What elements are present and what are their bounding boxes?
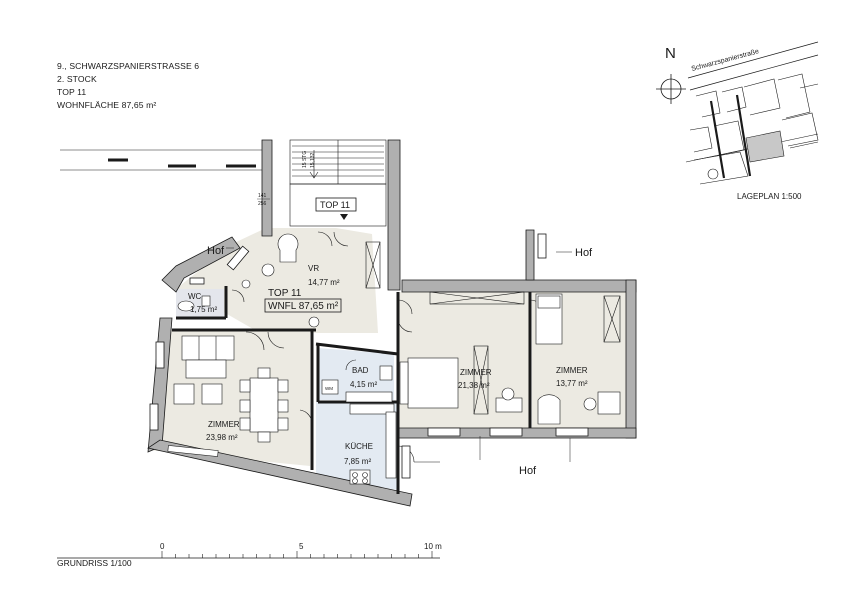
scale-bar: GRUNDRISS 1/100 0 5 10 m <box>57 542 442 568</box>
unit-area: WNFL 87,65 m² <box>268 301 339 312</box>
stairwell <box>60 139 387 227</box>
stair-ratio-bottom: 256 <box>258 201 267 207</box>
courtyard-label-south: Hof <box>519 465 537 477</box>
stair-dim-label: 15,132 <box>310 152 316 168</box>
scale-tick-5: 5 <box>299 542 304 551</box>
room-area-bad: 4,15 m² <box>350 380 377 389</box>
scale-tick-0: 0 <box>160 542 165 551</box>
room-name-zimmer-right: ZIMMER <box>556 366 588 375</box>
room-name-zimmer-living: ZIMMER <box>208 420 240 429</box>
room-area-kueche: 7,85 m² <box>344 457 371 466</box>
room-name-wc: WC <box>188 292 202 301</box>
facade-windows <box>108 158 256 168</box>
room-area-vr: 14,77 m² <box>308 278 340 287</box>
entrance-label-box <box>315 197 357 212</box>
scale-tick-10: 10 m <box>424 542 442 551</box>
wm-label: WM <box>325 386 333 391</box>
entrance-arrow-icon <box>340 214 348 220</box>
bedroom-furniture <box>399 293 621 425</box>
stair-ratio-top: 141 <box>258 193 267 199</box>
north-arrow-icon <box>656 74 686 104</box>
site-plan: N Schwarzspanierstraße LAGEPLAN 1:500 <box>656 41 819 201</box>
living-furniture <box>167 335 289 457</box>
stair-steps-label: 15 STG <box>302 151 308 168</box>
address-text: 9., SCHWARZSPANIERSTRASSE 6 <box>57 61 200 71</box>
north-label: N <box>665 45 676 62</box>
room-name-kueche: KÜCHE <box>345 442 373 451</box>
room-labels: VR 14,77 m² WC 1,75 m² ZIMMER 23,98 m² B… <box>188 264 588 466</box>
room-name-bad: BAD <box>352 366 369 375</box>
room-area-wc: 1,75 m² <box>190 305 217 314</box>
floor-kueche <box>316 402 398 490</box>
floor-plan: 15 STG 15,132 141 256 TOP 11 <box>60 139 637 507</box>
unit-text: TOP 11 <box>57 87 87 97</box>
courtyard-label-west: Hof <box>207 245 225 257</box>
wardrobes <box>365 241 621 415</box>
windows <box>149 233 589 479</box>
room-area-zimmer-mid: 21,38 m² <box>458 381 490 390</box>
floor-text: 2. STOCK <box>57 74 97 84</box>
entrance-label: TOP 11 <box>320 200 350 210</box>
project-info: 9., SCHWARZSPANIERSTRASSE 6 2. STOCK TOP… <box>57 60 199 112</box>
unit-area-box <box>264 298 342 313</box>
courtyard-label-east: Hof <box>575 247 593 259</box>
room-name-zimmer-mid: ZIMMER <box>460 368 492 377</box>
scale-bar-label: GRUNDRISS 1/100 <box>57 558 132 568</box>
door-swings <box>231 231 545 463</box>
fixtures <box>177 233 397 485</box>
street-label: Schwarzspanierstraße <box>691 48 760 73</box>
site-plan-scale: LAGEPLAN 1:500 <box>737 192 802 201</box>
living-area-text: WOHNFLÄCHE 87,65 m² <box>57 100 157 110</box>
room-area-zimmer-right: 13,77 m² <box>556 379 588 388</box>
room-name-vr: VR <box>308 264 319 273</box>
unit-title: TOP 11 <box>268 288 302 299</box>
room-area-zimmer-living: 23,98 m² <box>206 433 238 442</box>
